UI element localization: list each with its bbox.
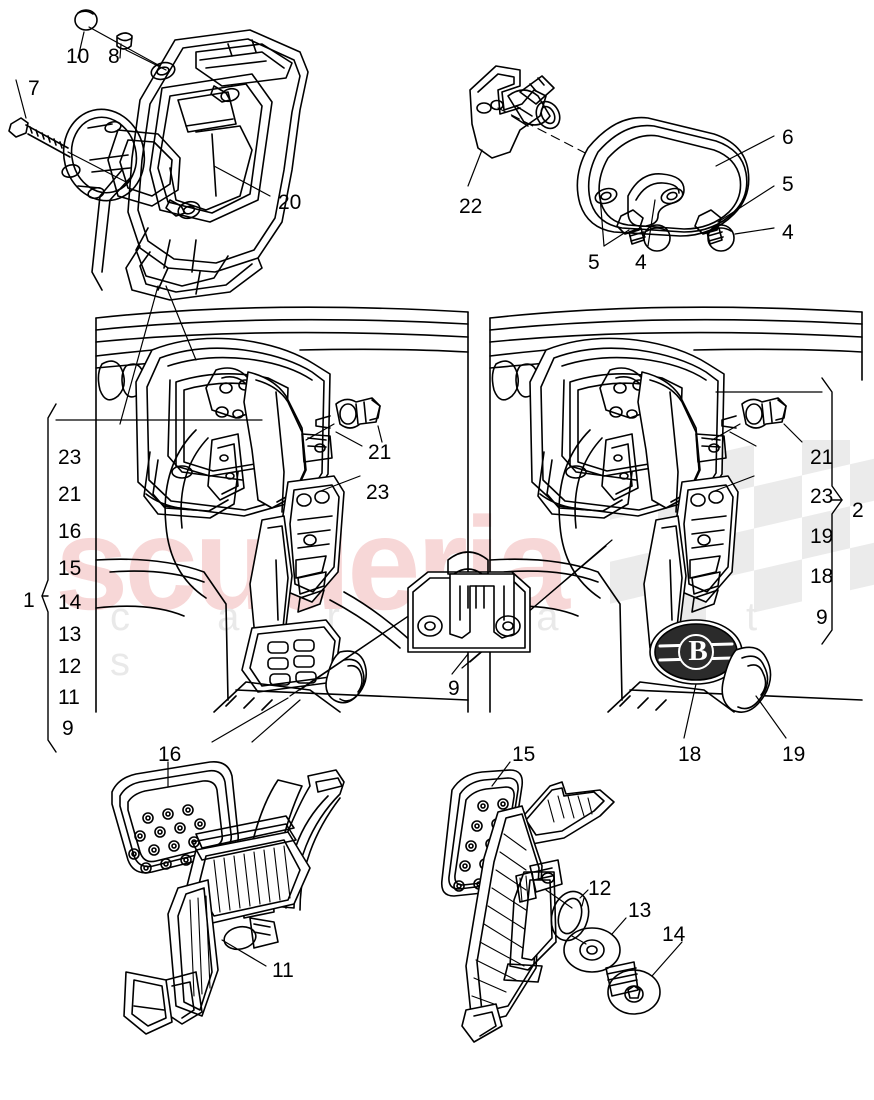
part-11-brake-pedal-arm [123, 697, 345, 1035]
part-20-pedal-box-housing [61, 29, 309, 301]
callout-20-housing: 20 [278, 191, 302, 214]
part-9-mounting-bracket [407, 551, 531, 675]
callout-9-left: 9 [62, 717, 74, 740]
callout-4-plug-lower: 4 [635, 251, 647, 274]
callout-14-screw: 14 [662, 923, 686, 946]
part-6-seal-gasket [576, 116, 775, 237]
callout-12-oring: 12 [588, 877, 612, 900]
callout-21-left: 21 [58, 483, 82, 506]
callout-18-pedal-pad: 18 [678, 743, 702, 766]
group-label-1: 1 [23, 589, 35, 612]
part-10-blanking-cap [74, 9, 161, 67]
part-4-plugs [643, 199, 775, 252]
callout-6-seal: 6 [782, 126, 794, 149]
assembly-1-brake-pedal-left [95, 285, 469, 713]
bentley-b-emblem-letter: B [688, 635, 708, 667]
callout-11-brake-pedal: 11 [272, 959, 294, 982]
part-14-screw [571, 935, 683, 1015]
callout-8-grommet: 8 [108, 45, 120, 68]
callout-15-left: 15 [58, 557, 82, 580]
callout-23-right: 23 [810, 485, 834, 508]
part-12-oring [550, 889, 590, 942]
callout-13-washer: 13 [628, 899, 652, 922]
callout-5-screw-right: 5 [782, 173, 794, 196]
part-18-bentley-emblem-pad [649, 619, 743, 685]
callout-5-screw-lower: 5 [588, 251, 600, 274]
callout-12-left: 12 [58, 655, 82, 678]
callout-13-left: 13 [58, 623, 82, 646]
part-accelerator-pedal-arm [461, 781, 615, 1043]
callout-19-footrest: 19 [782, 743, 806, 766]
callout-11-left: 11 [58, 686, 80, 709]
callout-21-right: 21 [810, 446, 834, 469]
callout-22-switch: 22 [459, 195, 483, 218]
callout-23-left: 23 [58, 446, 82, 469]
callout-16-brake-pad: 16 [158, 743, 182, 766]
part-21-brake-light-switch-left [305, 397, 383, 443]
part-5-screws [599, 185, 775, 247]
part-19-pedal-pad-right [683, 646, 787, 739]
callout-4-plug-right: 4 [782, 221, 794, 244]
callout-18-right: 18 [810, 565, 834, 588]
callout-9-right: 9 [816, 606, 828, 629]
callout-7-bolt: 7 [28, 77, 40, 100]
part-21-brake-light-switch-right [711, 397, 803, 443]
callout-16-left: 16 [58, 520, 82, 543]
group-brackets [41, 377, 843, 753]
callout-23-centre-left: 23 [366, 481, 390, 504]
callout-21-centre-left: 21 [368, 441, 392, 464]
callout-15-accel-pad: 15 [512, 743, 536, 766]
callout-10-cap: 10 [66, 45, 90, 68]
part-13-washer [563, 917, 627, 973]
callout-9-mount-bracket: 9 [448, 677, 460, 700]
part-8-grommet [116, 32, 167, 71]
callout-14-left: 14 [58, 591, 82, 614]
callout-19-right: 19 [810, 525, 834, 548]
group-label-2: 2 [852, 499, 864, 522]
assembly-2-accelerator-pedal-right [461, 306, 863, 713]
part-7-bolt [8, 79, 129, 184]
part-16-brake-pedal-pad [111, 760, 240, 874]
